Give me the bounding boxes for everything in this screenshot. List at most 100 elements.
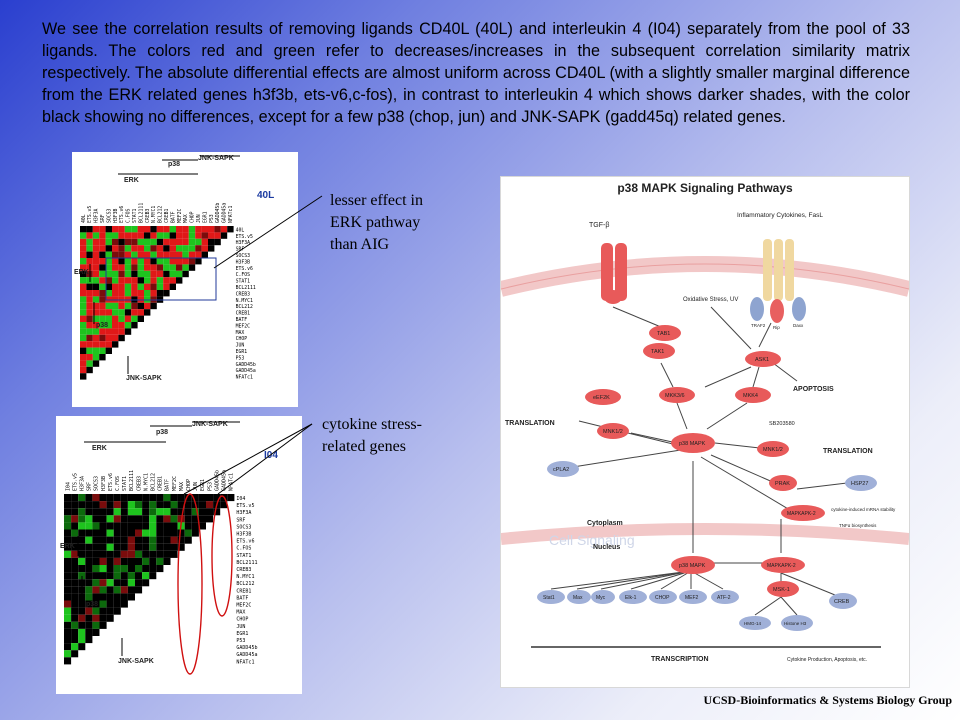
heatmap-cell [137, 309, 144, 316]
heatmap-cell [131, 322, 138, 329]
heatmap-cell [188, 232, 196, 239]
heatmap-cell [86, 238, 93, 246]
heatmap-cell [213, 508, 221, 516]
heatmap-cell [99, 251, 106, 258]
heatmap-cell [99, 529, 107, 537]
heatmap-column-label: SRF [100, 214, 106, 223]
heatmap-cell [131, 309, 138, 316]
heatmap-cell [150, 232, 157, 239]
heatmap-cell [86, 366, 93, 374]
heatmap-cell [64, 643, 72, 651]
heatmap-cell [170, 529, 178, 537]
heatmap-cell [149, 501, 157, 509]
heatmap-cell [105, 334, 112, 342]
heatmap-cell [71, 614, 79, 622]
heatmap-column-label: SRF [87, 482, 93, 491]
heatmap-row-label: CREB3 [236, 291, 251, 297]
heatmap-cell [92, 579, 100, 587]
heatmap-row-label: SRF [236, 247, 245, 253]
heatmap-cell [86, 251, 93, 258]
heatmap-row-label: ETS.v5 [236, 503, 254, 509]
heatmap-cell [144, 238, 151, 246]
heatmap-cell [150, 283, 157, 290]
heatmap-cell [105, 264, 112, 271]
heatmap-cell [120, 586, 128, 594]
heatmap-cell [92, 283, 100, 290]
heatmap-column-label: BATF [165, 479, 171, 491]
heatmap-cell [80, 373, 87, 380]
pathway-node-translation1: TRANSLATION [505, 420, 555, 427]
heatmap-cell [135, 579, 143, 587]
heatmap-cell [85, 628, 93, 636]
heatmap-cell [64, 557, 72, 565]
heatmap-cell [142, 536, 150, 544]
heatmap-cell [86, 328, 93, 335]
heatmap-cell [120, 536, 128, 544]
description-paragraph: We see the correlation results of removi… [42, 20, 910, 126]
heatmap-cell [144, 226, 151, 233]
heatmap-cell [120, 572, 128, 580]
heatmap-column-label: BCL212 [151, 473, 157, 491]
heatmap-cell [85, 508, 93, 516]
heatmap-cell [86, 283, 93, 290]
heatmap-cell [206, 501, 214, 509]
heatmap-cell [135, 515, 143, 523]
heatmap-cell [163, 251, 170, 258]
heatmap-cell [106, 543, 114, 551]
heatmap-cell [112, 302, 119, 310]
heatmap-cell [99, 607, 107, 615]
heatmap-cell [198, 494, 206, 502]
heatmap-cell [78, 643, 86, 651]
heatmap-row-label: BCL212 [236, 304, 253, 310]
heatmap-cell [99, 232, 106, 239]
heatmap-cell [198, 501, 206, 509]
heatmap-cell [177, 508, 185, 516]
heatmap-column-label: ETS.v5 [87, 206, 93, 223]
heatmap-cell [176, 238, 183, 246]
heatmap-cell [78, 536, 86, 544]
heatmap-cell [206, 515, 214, 523]
heatmap-cell [99, 328, 106, 335]
heatmap-column-label: CREB1 [158, 476, 164, 491]
heatmap-cell [92, 600, 100, 608]
heatmap-cell [71, 621, 79, 629]
heatmap-cell [99, 334, 106, 342]
heatmap-row-label: I04 [236, 496, 245, 502]
heatmap-cell [170, 550, 178, 558]
heatmap-cell [144, 277, 151, 284]
heatmap-cell [80, 296, 87, 303]
heatmap-cell [105, 232, 112, 239]
heatmap-cell [177, 543, 185, 551]
heatmap-cell [112, 283, 119, 290]
heatmap-cell [127, 508, 135, 516]
heatmap-cell [150, 270, 157, 278]
heatmap-cell [113, 508, 121, 516]
heatmap-cell [182, 264, 189, 271]
heatmap-cell [191, 522, 199, 530]
heatmap-cell [150, 245, 157, 252]
heatmap-column-label: SOCS3 [94, 476, 100, 491]
heatmap-cell [127, 586, 135, 594]
heatmap-cell [201, 251, 208, 258]
heatmap-row-label: SOCS3 [236, 253, 251, 259]
heatmap-cell [137, 290, 144, 297]
heatmap-cell [163, 501, 171, 509]
heatmap-cell [80, 270, 87, 278]
heatmap-row-label: CHOP [236, 617, 248, 623]
heatmap-cell [113, 494, 121, 502]
heatmap-cell [71, 607, 79, 615]
heatmap-cell [80, 360, 87, 367]
heatmap-cell [150, 264, 157, 271]
heatmap-cell [176, 251, 183, 258]
group-label-erk-left: ERK [60, 543, 75, 550]
heatmap-cell [85, 614, 93, 622]
heatmap-cell [120, 593, 128, 601]
heatmap-cell [131, 277, 138, 284]
heatmap-row-label: ETS.v5 [236, 234, 253, 240]
heatmap-cell [113, 557, 121, 565]
heatmap-cell [105, 290, 112, 297]
heatmap-cell [106, 607, 114, 615]
heatmap-cell [99, 322, 106, 329]
heatmap-cell [127, 522, 135, 530]
heatmap-cell [144, 251, 151, 258]
